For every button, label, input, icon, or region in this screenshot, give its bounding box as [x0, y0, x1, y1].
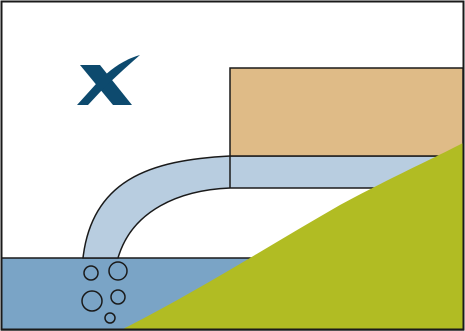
bubble [81, 290, 103, 312]
bubble [108, 261, 128, 281]
hill-slope [121, 143, 463, 330]
bubble [110, 289, 126, 305]
bubble [104, 312, 116, 324]
bubble-group [81, 261, 128, 324]
structure-block [229, 67, 464, 157]
x-icon [77, 55, 140, 105]
bubble [83, 265, 99, 281]
